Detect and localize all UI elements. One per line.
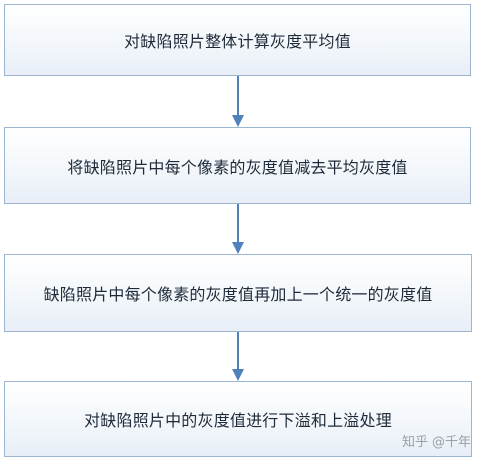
watermark: 知乎 @千年 [402,431,471,450]
flow-step-3: 缺陷照片中每个像素的灰度值再加上一个统一的灰度值 [4,254,472,332]
watermark-handle: @千年 [431,435,471,450]
arrow-2-to-3 [232,204,244,254]
flow-step-1: 对缺陷照片整体计算灰度平均值 [4,4,471,76]
flow-step-4: 对缺陷照片中的灰度值进行下溢和上溢处理 [4,381,472,457]
flow-step-2-label: 将缺陷照片中每个像素的灰度值减去平均灰度值 [67,157,408,177]
zhihu-logo: 知乎 [401,435,428,450]
arrow-1-to-2 [232,76,244,127]
flow-step-1-label: 对缺陷照片整体计算灰度平均值 [124,32,351,51]
flow-step-3-label: 缺陷照片中每个像素的灰度值再加上一个统一的灰度值 [43,285,433,304]
flow-step-4-label: 对缺陷照片中的灰度值进行下溢和上溢处理 [84,411,392,430]
flow-step-2: 将缺陷照片中每个像素的灰度值减去平均灰度值 [4,127,471,204]
arrow-3-to-4 [232,332,244,381]
